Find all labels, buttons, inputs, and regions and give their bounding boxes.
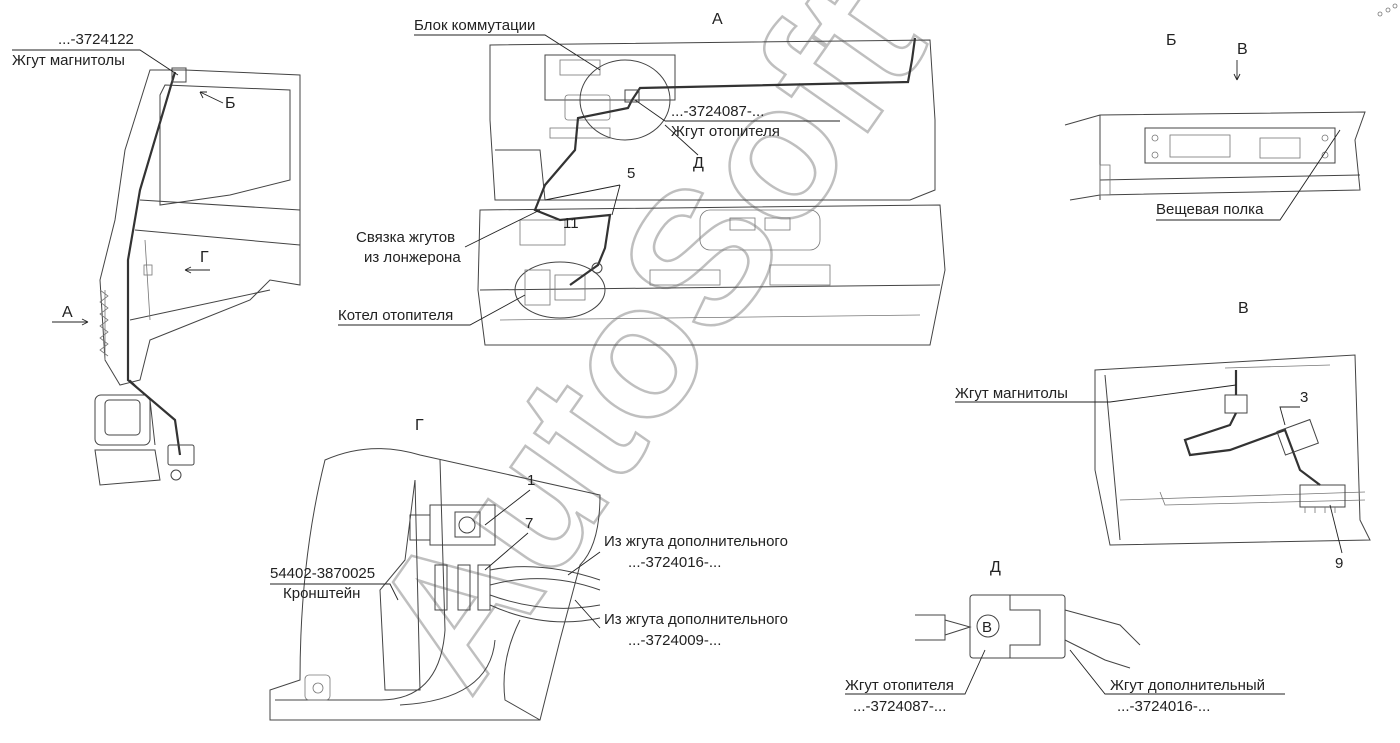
label-part-3724122: ...-3724122 — [58, 31, 134, 48]
leader-bundle — [464, 209, 541, 248]
label-bundle-line2: из лонжерона — [364, 249, 461, 266]
label-heater-boiler: Котел отопителя — [338, 307, 453, 324]
label-bundle-line1: Связка жгутов — [356, 229, 455, 246]
label-num-7: 7 — [525, 515, 533, 532]
cab-side-view — [94, 67, 301, 486]
leader-heater-harness-d — [845, 649, 986, 695]
view-label-a-top: А — [712, 11, 723, 28]
label-num-3: 3 — [1300, 389, 1308, 406]
leader-7 — [484, 532, 529, 571]
arrow-g — [184, 266, 210, 274]
label-num-1: 1 — [527, 472, 535, 489]
arrow-a — [52, 318, 89, 326]
label-part-3724016-a: ...-3724016-... — [628, 554, 721, 571]
label-heater-harness-d: Жгут отопителя — [845, 677, 954, 694]
corner-logo — [1377, 3, 1398, 17]
label-from-add-harness-2: Из жгута дополнительного — [604, 611, 788, 628]
view-label-d-top: Д — [693, 155, 704, 172]
view-label-d-view: Д — [990, 559, 1001, 576]
leader-radio-harness-1 — [12, 49, 179, 76]
label-num-5: 5 — [627, 165, 635, 182]
leader-switch-block — [414, 34, 601, 71]
label-radio-harness-1: Жгут магнитолы — [12, 52, 125, 69]
view-label-g-side: Г — [200, 249, 209, 266]
label-bracket: Кронштейн — [283, 585, 360, 602]
label-num-11: 11 — [563, 215, 579, 232]
label-shelf: Вещевая полка — [1156, 201, 1264, 218]
label-add-harness-d: Жгут дополнительный — [1110, 677, 1265, 694]
label-heater-harness-a: Жгут отопителя — [671, 123, 780, 140]
leader-bracket — [270, 583, 399, 601]
arrow-v — [1233, 60, 1241, 81]
label-switch-block: Блок коммутации — [414, 17, 535, 34]
leader-add-harness-d — [1069, 649, 1285, 695]
step-teeth — [99, 289, 109, 357]
view-v-drawing — [1094, 354, 1371, 546]
view-g-drawing — [269, 448, 601, 721]
view-label-a-side: А — [62, 304, 73, 321]
leader-9 — [1329, 504, 1343, 554]
view-a-drawing — [477, 37, 946, 346]
label-part-3724016-d: ...-3724016-... — [1117, 698, 1210, 715]
label-radio-harness-2: Жгут магнитолы — [955, 385, 1068, 402]
view-label-v-view: В — [1238, 300, 1249, 317]
leader-3 — [1279, 406, 1300, 426]
view-label-b-side: Б — [225, 95, 236, 112]
label-part-3724087-a: ...-3724087-... — [671, 103, 764, 120]
label-part-3724087-d: ...-3724087-... — [853, 698, 946, 715]
leader-radio-harness-2 — [955, 384, 1237, 403]
leader-heater-boiler — [338, 294, 526, 326]
arrow-d — [664, 124, 699, 156]
leader-add-harness-2 — [574, 599, 601, 629]
label-bracket-part: 54402-3870025 — [270, 565, 375, 582]
leader-1 — [484, 489, 531, 526]
leader-shelf — [1156, 129, 1341, 221]
view-label-b-top: Б — [1166, 32, 1177, 49]
view-b-drawing — [1064, 111, 1366, 201]
leader-add-harness-1 — [567, 551, 601, 576]
arrow-b — [199, 91, 224, 104]
view-d-drawing — [915, 594, 1141, 669]
label-part-3724009: ...-3724009-... — [628, 632, 721, 649]
connector-mark: В — [982, 619, 992, 636]
leader-heater-harness-a — [634, 99, 840, 122]
view-label-g-view: Г — [415, 417, 424, 434]
view-label-v-top: В — [1237, 41, 1248, 58]
label-from-add-harness-1: Из жгута дополнительного — [604, 533, 788, 550]
label-num-9: 9 — [1335, 555, 1343, 572]
leader-5 — [544, 184, 621, 216]
